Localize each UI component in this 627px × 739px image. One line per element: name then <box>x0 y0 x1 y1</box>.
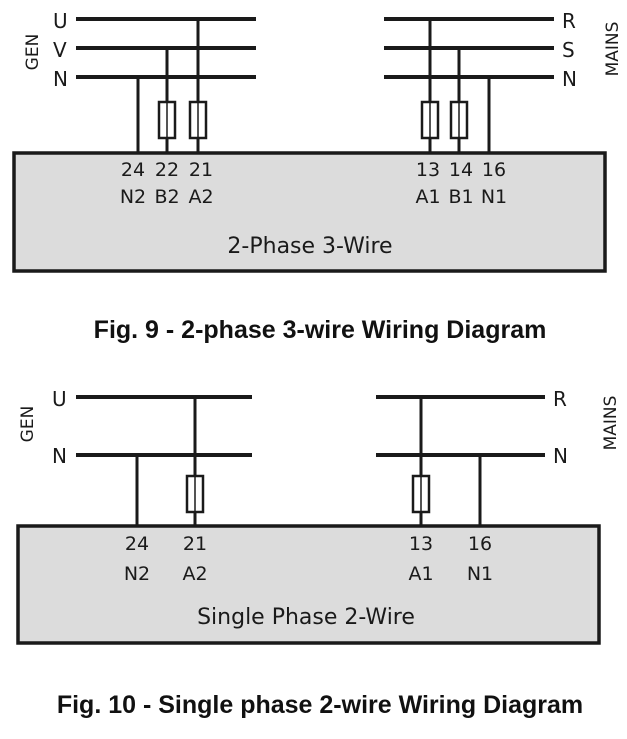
fuse-icon <box>185 474 205 514</box>
controller-box <box>16 524 601 645</box>
terminal-number: 22 <box>155 159 179 181</box>
terminal-number: 21 <box>183 533 207 555</box>
terminal-name: N2 <box>120 186 146 208</box>
controller-box <box>12 151 607 273</box>
terminal-name: A2 <box>182 563 207 585</box>
terminal-number: 16 <box>482 159 506 181</box>
terminal-number: 24 <box>125 533 149 555</box>
terminal-name: A1 <box>408 563 433 585</box>
gen-side-label: GEN <box>18 406 38 443</box>
figure-caption: Fig. 9 - 2-phase 3-wire Wiring Diagram <box>94 316 547 344</box>
fuse-icon <box>449 100 469 140</box>
fuse-icon <box>188 100 208 140</box>
figure-10: GEN MAINS U N R N 24 21 13 16 N2 <box>16 387 621 719</box>
terminal-name: B1 <box>448 186 473 208</box>
gen-line-label-n: N <box>53 67 68 91</box>
gen-line-label-u: U <box>52 387 67 411</box>
mains-side-label: MAINS <box>601 396 621 451</box>
terminal-number: 13 <box>409 533 433 555</box>
fuse-icon <box>157 100 177 140</box>
gen-line-label-n: N <box>52 444 67 468</box>
terminal-name: A1 <box>415 186 440 208</box>
mains-side-label: MAINS <box>603 22 623 77</box>
terminal-number: 21 <box>189 159 213 181</box>
terminal-name: N2 <box>124 563 150 585</box>
gen-line-label-v: V <box>53 38 67 62</box>
figure-caption: Fig. 10 - Single phase 2-wire Wiring Dia… <box>57 691 583 719</box>
fuse-icon <box>420 100 440 140</box>
terminal-number: 24 <box>121 159 145 181</box>
mains-line-label-r: R <box>562 9 576 33</box>
figure-9: GEN MAINS U V N R S N <box>12 9 623 344</box>
box-title: 2-Phase 3-Wire <box>227 234 392 259</box>
box-title: Single Phase 2-Wire <box>197 605 415 630</box>
fuse-icon <box>411 474 431 514</box>
mains-line-label-r: R <box>553 387 567 411</box>
gen-line-label-u: U <box>53 9 68 33</box>
terminal-name: N1 <box>467 563 493 585</box>
mains-line-label-s: S <box>562 38 575 62</box>
gen-side-label: GEN <box>23 34 43 71</box>
mains-line-label-n: N <box>553 444 568 468</box>
terminal-name: N1 <box>481 186 507 208</box>
terminal-number: 14 <box>449 159 473 181</box>
terminal-name: A2 <box>188 186 213 208</box>
terminal-name: B2 <box>154 186 179 208</box>
terminal-number: 13 <box>416 159 440 181</box>
terminal-number: 16 <box>468 533 492 555</box>
mains-line-label-n: N <box>562 67 577 91</box>
